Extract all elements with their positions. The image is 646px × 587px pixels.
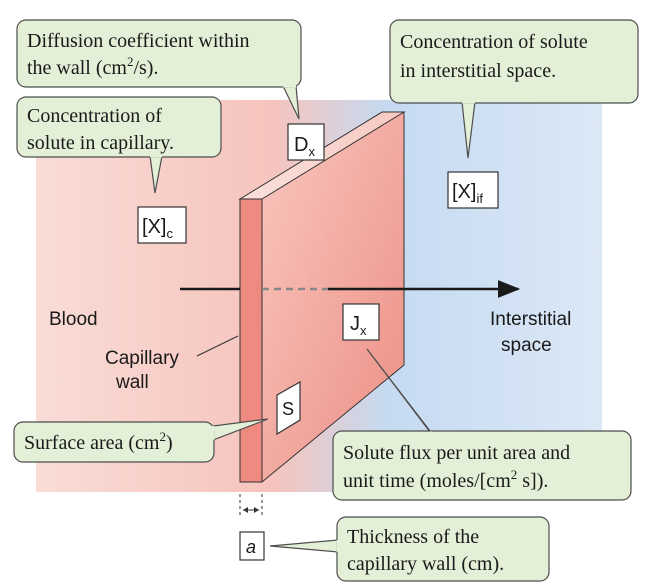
label-capillary-wall: Capillary wall	[105, 335, 239, 393]
diffusion-line2: the wall (cm2/s).	[27, 54, 158, 79]
thickness-line2: capillary wall (cm).	[347, 553, 504, 575]
svg-text:space: space	[501, 335, 552, 356]
label-interstitial-space: Interstitial space	[490, 309, 571, 356]
callout-surface-area: Surface area (cm2)	[13, 421, 215, 463]
callout-interstitial-concentration: Concentration of solute in interstitial …	[389, 19, 639, 104]
symbol-jx: Jx	[342, 303, 380, 341]
svg-text:[X]c: [X]c	[142, 216, 173, 241]
callout-solute-flux: Solute flux per unit area and unit time …	[332, 430, 632, 501]
label-blood: Blood	[49, 309, 98, 330]
svg-text:wall: wall	[115, 372, 149, 393]
wall-front-face	[239, 198, 263, 483]
capillary-conc-line2: solute in capillary.	[27, 132, 174, 154]
capillary-conc-line1: Concentration of	[27, 105, 162, 127]
thickness-line1: Thickness of the	[347, 526, 479, 548]
svg-text:Interstitial: Interstitial	[490, 309, 571, 330]
symbol-s: S	[276, 380, 301, 436]
diffusion-line1: Diffusion coefficient within	[27, 30, 250, 52]
callout-capillary-concentration: Concentration of solute in capillary.	[16, 96, 222, 158]
interstitial-conc-line2: in interstitial space.	[400, 60, 556, 82]
symbol-x-capillary: [X]c	[137, 206, 187, 244]
callout-diffusion-coefficient: Diffusion coefficient within the wall (c…	[16, 19, 302, 88]
flux-line1: Solute flux per unit area and	[343, 442, 570, 464]
interstitial-conc-line1: Concentration of solute	[400, 31, 588, 53]
symbol-a: a	[239, 531, 265, 561]
callout-thickness: Thickness of the capillary wall (cm).	[336, 516, 550, 582]
svg-text:Capillary: Capillary	[105, 348, 179, 369]
thickness-dimension	[239, 494, 263, 518]
flux-line2: unit time (moles/[cm2 s]).	[343, 467, 548, 492]
svg-text:Dx: Dx	[294, 134, 315, 159]
svg-text:S: S	[282, 399, 294, 419]
symbol-dx: Dx	[287, 123, 325, 161]
symbol-x-interstitial: [X]if	[447, 171, 499, 209]
svg-text:[X]if: [X]if	[452, 181, 483, 206]
svg-text:Jx: Jx	[350, 313, 367, 338]
svg-text:a: a	[246, 537, 256, 557]
surface-area-text: Surface area (cm2)	[24, 429, 173, 454]
